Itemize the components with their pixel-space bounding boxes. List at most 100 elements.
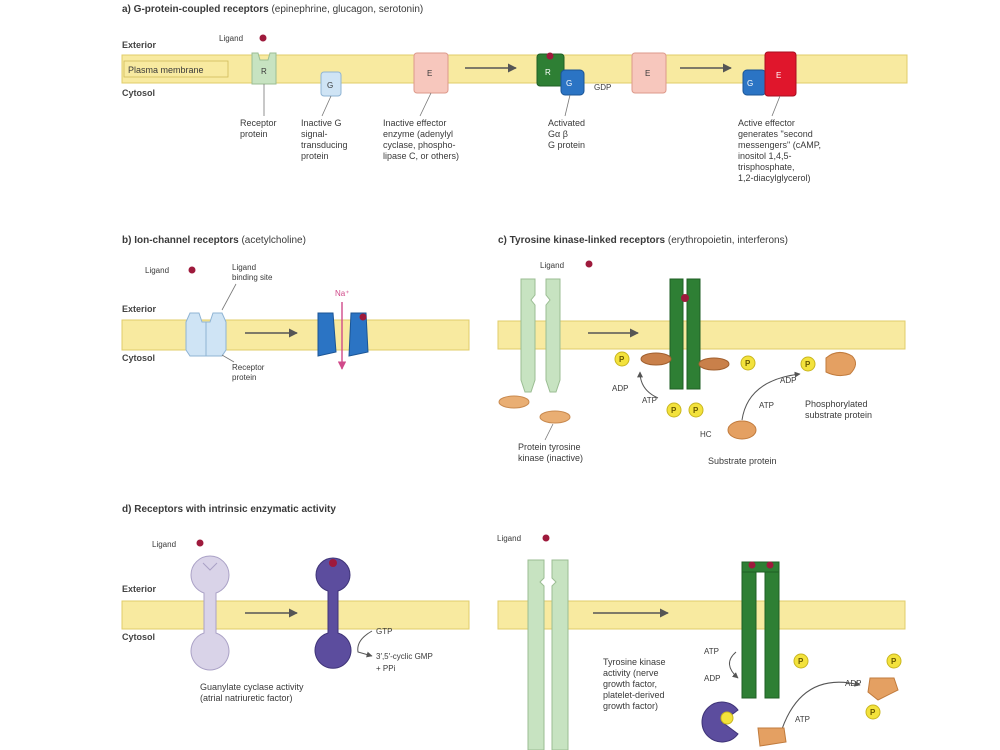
- lbl-active-effector: Active effector generates "second messen…: [738, 118, 824, 183]
- cyclase-receptor-inactive: [190, 555, 230, 671]
- receptor-protein: [251, 52, 277, 85]
- lbl-g-protein: Inactive G signal- transducing protein: [301, 118, 350, 161]
- ion-channel-open-left: [317, 312, 337, 357]
- kinase-inactive-2: [539, 410, 571, 424]
- panel-a: a) G-protein-coupled receptors (epinephr…: [121, 4, 908, 183]
- rtk-dimer-right: [764, 561, 780, 699]
- lbl-receptor: Receptor protein: [240, 118, 279, 139]
- effector-inactive-2: [631, 52, 667, 94]
- ligand-dot: [196, 539, 204, 547]
- panel-c-ligand-label: Ligand: [540, 261, 564, 270]
- receptor-letter: R: [261, 67, 267, 76]
- svg-text:P: P: [619, 355, 625, 364]
- panel-d-membrane-left: [121, 600, 470, 630]
- phosphate-icon: [688, 402, 704, 418]
- panel-d-tk-label: Tyrosine kinase activity (nerve growth f…: [603, 657, 668, 711]
- svg-text:P: P: [805, 360, 811, 369]
- membrane-label-box: [123, 60, 229, 78]
- effector-letter-2: E: [645, 69, 650, 78]
- lbl-effector: Inactive effector enzyme (adenylyl cycla…: [383, 118, 459, 161]
- panel-c-subtitle: (erythropoietin, interferons): [665, 235, 788, 246]
- panel-d-atp-label: ATP: [704, 647, 719, 656]
- phosphate-icon: [886, 653, 902, 669]
- kinase-active-left: [640, 352, 672, 366]
- panel-d: d) Receptors with intrinsic enzymatic ac…: [121, 504, 906, 750]
- cyclase-receptor-active: [314, 557, 352, 669]
- panel-c-substrate-label: Substrate protein: [708, 456, 777, 466]
- panel-c-atp-label: ATP: [642, 396, 657, 405]
- panel-c-adp-label: ADP: [612, 384, 628, 393]
- panel-d-cgmp-label: 3′,5′-cyclic GMP: [376, 652, 433, 661]
- phosphate-icon: [720, 711, 734, 725]
- phosphorylation-arrow: [637, 371, 659, 399]
- panel-d-atp-label-2: ATP: [795, 715, 810, 724]
- bound-ligand-dot: [681, 294, 689, 302]
- g-alpha-activated: [560, 69, 585, 96]
- svg-text:b) Ion-channel receptors (acet: b) Ion-channel receptors (acetylcholine): [122, 235, 306, 246]
- panel-c-atp-label-2: ATP: [759, 401, 774, 410]
- rtk-monomer-left: [527, 559, 545, 750]
- panel-a-exterior-label: Exterior: [122, 40, 157, 50]
- svg-text:P: P: [745, 359, 751, 368]
- g-alpha-letter-2: G: [747, 79, 753, 88]
- ligand-dot: [259, 34, 267, 42]
- panel-c-hc-label: HC: [700, 430, 712, 439]
- adaptor-protein: [701, 701, 739, 743]
- receptor-dimer-right: [686, 278, 701, 390]
- phosphate-icon: [614, 351, 630, 367]
- svg-text:c) Tyrosine kinase-linked rece: c) Tyrosine kinase-linked receptors (ery…: [498, 235, 788, 246]
- panel-d-ligand-label: Ligand: [152, 540, 176, 549]
- panel-b-cytosol-label: Cytosol: [122, 353, 155, 363]
- lbl-activated-g: Activated Gα β G protein: [548, 118, 588, 150]
- kinase-inactive: [498, 395, 530, 409]
- phosphorylated-substrate: [867, 677, 899, 701]
- svg-text:P: P: [870, 708, 876, 717]
- panel-d-cytosol-label: Cytosol: [122, 632, 155, 642]
- panel-c-membrane: [497, 320, 906, 350]
- panel-d-gtp-label: GTP: [376, 627, 392, 636]
- ligand-dot: [188, 266, 196, 274]
- svg-text:P: P: [671, 406, 677, 415]
- svg-text:P: P: [798, 657, 804, 666]
- substrate-protein: [727, 420, 757, 440]
- panel-b-membrane: [121, 319, 470, 351]
- panel-a-membrane-label: Plasma membrane: [128, 65, 204, 75]
- rtk-dimer-left: [741, 561, 757, 699]
- panel-a-ligand-label: Ligand: [219, 34, 243, 43]
- bound-ligand-dot: [329, 559, 337, 567]
- receptor-monomer-right: [545, 278, 561, 393]
- effector-active-letter: E: [776, 71, 781, 80]
- bound-ligand-dot: [359, 313, 367, 321]
- phosphate-icon: [865, 704, 881, 720]
- panel-d-adp-label: ADP: [704, 674, 720, 683]
- panel-b-receptor-label: Receptor protein: [232, 363, 267, 382]
- panel-b-title: b) Ion-channel receptors: [122, 235, 239, 246]
- ion-label: Na⁺: [335, 289, 349, 298]
- gdp-label: GDP: [594, 83, 611, 92]
- panel-c-phospho-label: Phosphorylated substrate protein: [805, 399, 872, 420]
- receptor-monomer-left: [520, 278, 536, 393]
- bound-ligand-dot: [546, 52, 554, 60]
- bound-ligand-dot-2: [766, 561, 774, 569]
- svg-text:P: P: [891, 657, 897, 666]
- ligand-dot: [542, 534, 550, 542]
- panel-a-cytosol-label: Cytosol: [122, 88, 155, 98]
- panel-c-title: c) Tyrosine kinase-linked receptors: [498, 235, 666, 246]
- svg-text:P: P: [693, 406, 699, 415]
- substrate-protein: [757, 727, 787, 747]
- kinase-active-right: [698, 357, 730, 371]
- effector-active: [764, 51, 797, 97]
- panel-b: b) Ion-channel receptors (acetylcholine)…: [121, 235, 470, 382]
- phosphate-icon: [800, 356, 816, 372]
- panel-b-binding-site-label: Ligand binding site: [232, 263, 273, 282]
- panel-d-exterior-label: Exterior: [122, 584, 157, 594]
- receptor-dimer-left: [669, 278, 684, 390]
- substrate-arrow: [779, 680, 861, 736]
- effector-letter: E: [427, 69, 432, 78]
- panel-c: c) Tyrosine kinase-linked receptors (ery…: [497, 235, 906, 466]
- bound-ligand-dot: [748, 561, 756, 569]
- g-protein-letter: G: [327, 81, 333, 90]
- autophosphorylation-arrow: [729, 651, 739, 679]
- panel-b-ligand-label: Ligand: [145, 266, 169, 275]
